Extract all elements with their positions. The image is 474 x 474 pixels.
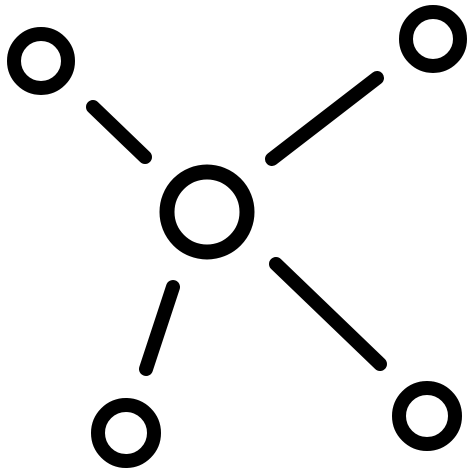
bottom-left-node [91, 398, 161, 468]
edge-top-right [265, 71, 384, 166]
edge-bottom-left [139, 280, 180, 376]
top-left-node [7, 27, 75, 95]
bottom-right-node [392, 381, 462, 451]
edge-bottom-right [269, 257, 387, 371]
edge-top-left [86, 100, 152, 164]
top-right-node [399, 5, 467, 73]
center-node [159, 164, 255, 260]
